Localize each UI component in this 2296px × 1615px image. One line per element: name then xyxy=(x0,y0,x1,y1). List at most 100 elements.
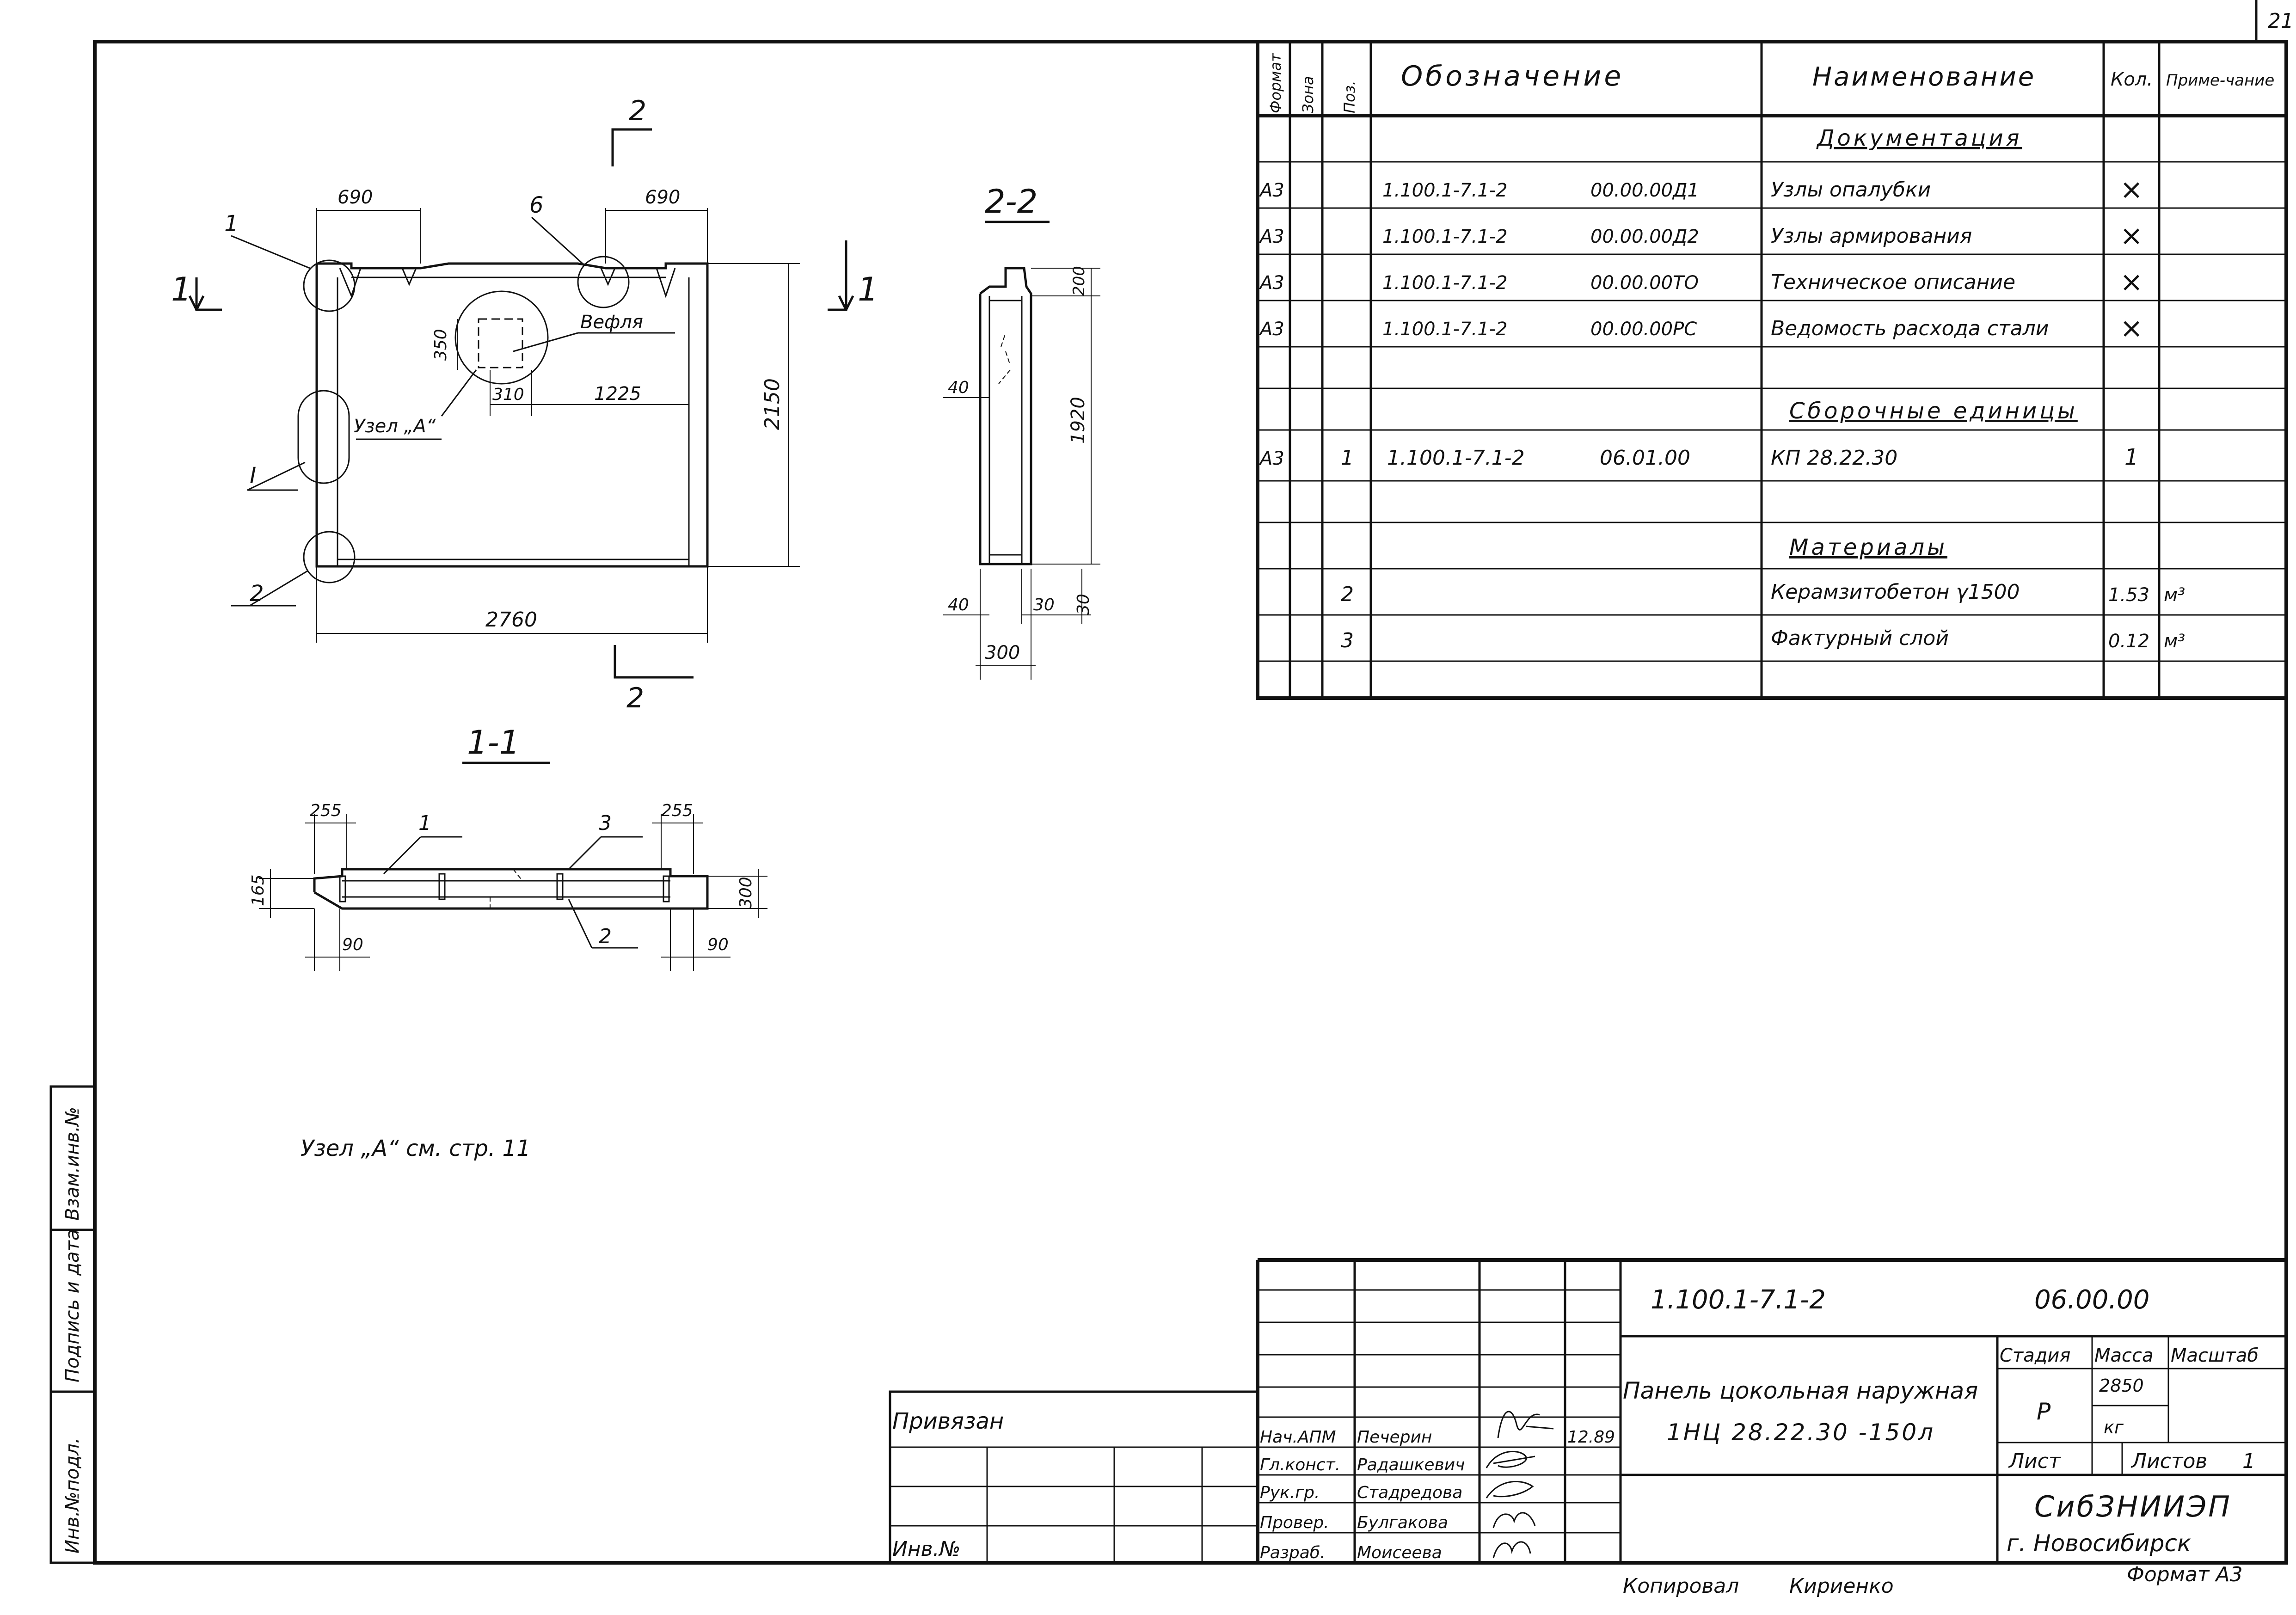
section-1-1-view: 1-1 1 3 2 255 255 165 300 xyxy=(249,724,767,971)
detail-oval-I xyxy=(297,390,350,484)
format-label: Формат А3 xyxy=(2127,1563,2243,1586)
header-designation: Обозначение xyxy=(1401,60,1624,92)
svg-text:06.01.00: 06.01.00 xyxy=(1600,446,1690,470)
svg-text:1.53: 1.53 xyxy=(2108,584,2149,606)
callout-11-2: 2 xyxy=(599,925,612,948)
svg-text:×: × xyxy=(2120,220,2143,252)
sheets-label: Листов xyxy=(2130,1449,2207,1473)
dim-2150: 2150 xyxy=(761,378,784,430)
table-row: А3 1.100.1-7.1-2 00.00.00Д1 Узлы опалубк… xyxy=(1259,173,2143,206)
scale-label: Масштаб xyxy=(2171,1345,2259,1366)
dim-40-bottom: 40 xyxy=(948,596,969,614)
specification-table: Формат Зона Поз. Обозначение Наименовани… xyxy=(1256,40,2288,700)
svg-text:00.00.00Д1: 00.00.00Д1 xyxy=(1590,180,1699,201)
detail-circle-1 xyxy=(303,259,356,312)
svg-text:00.00.00Д2: 00.00.00Д2 xyxy=(1590,226,1699,247)
svg-text:1.100.1-7.1-2: 1.100.1-7.1-2 xyxy=(1382,180,1508,201)
svg-text:1.100.1-7.1-2: 1.100.1-7.1-2 xyxy=(1382,319,1508,340)
dim-690-left: 690 xyxy=(338,187,373,208)
svg-text:00.00.00ТО: 00.00.00ТО xyxy=(1590,272,1699,294)
dim-255-right: 255 xyxy=(661,801,693,820)
svg-text:×: × xyxy=(2120,173,2143,206)
sheet-label: Лист xyxy=(2008,1449,2061,1473)
svg-text:А3: А3 xyxy=(1259,319,1284,340)
section-documentation: Документация xyxy=(1816,125,2022,151)
detail-circle-6 xyxy=(577,256,630,308)
copier-name: Кириенко xyxy=(1789,1574,1894,1598)
dim-300-11: 300 xyxy=(737,877,755,909)
dim-165: 165 xyxy=(249,874,268,906)
dim-310: 310 xyxy=(492,385,524,404)
callout-I: I xyxy=(250,463,256,489)
name-1: Радашкевич xyxy=(1357,1455,1465,1474)
table-row: А3 1.100.1-7.1-2 00.00.00РС Ведомость ра… xyxy=(1259,312,2143,344)
sheet-frame xyxy=(93,40,2288,1565)
svg-text:0.12: 0.12 xyxy=(2108,631,2149,652)
callout-2: 2 xyxy=(250,581,264,607)
svg-text:КП 28.22.30: КП 28.22.30 xyxy=(1771,446,1897,470)
header-zone: Зона xyxy=(1299,76,1317,113)
dim-30b: 30 xyxy=(1074,594,1093,615)
name-0: Печерин xyxy=(1357,1428,1432,1447)
role-3: Провер. xyxy=(1260,1513,1329,1532)
svg-text:Техническое описание: Техническое описание xyxy=(1771,270,2015,294)
detail-circle-2 xyxy=(303,531,356,583)
date: 12.89 xyxy=(1567,1428,1615,1447)
name-3: Булгакова xyxy=(1357,1513,1448,1532)
stage-value: Р xyxy=(2037,1398,2051,1425)
header-format: Формат xyxy=(1267,53,1284,113)
panel-front-view: 1 6 I 2 Узел „А“ Вефля 350 310 1225 690 xyxy=(171,95,878,714)
section-2-2-view: 2-2 200 1920 40 40 30 30 300 xyxy=(943,183,1100,680)
svg-text:Керамзитобетон γ1500: Керамзитобетон γ1500 xyxy=(1771,580,2020,604)
linked-label: Привязан xyxy=(892,1408,1004,1434)
svg-text:1.100.1-7.1-2: 1.100.1-7.1-2 xyxy=(1382,272,1508,294)
title-block: Привязан Инв.№ Нач.АПМ Печерин Гл.конст.… xyxy=(889,1258,2286,1564)
header-note: Приме-чание xyxy=(2166,71,2274,90)
section-mark-1-right: 1 xyxy=(858,270,878,308)
vefla-label: Вефля xyxy=(580,312,643,333)
dim-90-right: 90 xyxy=(707,935,729,954)
svg-text:00.00.00РС: 00.00.00РС xyxy=(1590,319,1697,340)
table-row: 3 Фактурный слой 0.12 м³ xyxy=(1341,626,2185,652)
dim-2760: 2760 xyxy=(485,608,537,632)
svg-text:1.100.1-7.1-2: 1.100.1-7.1-2 xyxy=(1387,446,1525,470)
dim-1920: 1920 xyxy=(1068,397,1089,444)
callout-1: 1 xyxy=(224,211,239,237)
section-assembly-units: Сборочные единицы xyxy=(1789,398,2078,424)
section-mark-2-bottom: 2 xyxy=(626,682,644,714)
doc-code-2: 06.00.00 xyxy=(2034,1285,2149,1315)
org-line-1: СибЗНИИЭП xyxy=(2034,1490,2232,1523)
dim-350: 350 xyxy=(431,329,450,361)
copied-by-label: Копировал xyxy=(1623,1574,1739,1598)
dim-90-left: 90 xyxy=(342,935,363,954)
svg-text:Узлы армирования: Узлы армирования xyxy=(1771,224,1972,248)
svg-text:×: × xyxy=(2120,312,2143,344)
mass-value: 2850 xyxy=(2099,1376,2144,1396)
dim-40-top: 40 xyxy=(948,378,969,397)
table-row: А3 1.100.1-7.1-2 00.00.00Д2 Узлы армиров… xyxy=(1259,220,2143,252)
table-row: 2 Керамзитобетон γ1500 1.53 м³ xyxy=(1341,580,2185,606)
dim-200: 200 xyxy=(1070,266,1088,296)
handwritten-signatures xyxy=(1486,1411,1554,1559)
dim-255-left: 255 xyxy=(310,801,342,820)
stamp-signature-date: Подпись и дата xyxy=(62,1229,83,1382)
section-2-2-title: 2-2 xyxy=(985,183,1037,221)
name-2: Стадредова xyxy=(1357,1483,1462,1502)
callout-11-1: 1 xyxy=(418,811,431,835)
dim-300-22: 300 xyxy=(985,642,1020,663)
org-line-2: г. Новосибирск xyxy=(2007,1530,2191,1557)
svg-text:2: 2 xyxy=(1341,583,1354,606)
role-4: Разраб. xyxy=(1260,1543,1325,1562)
svg-text:А3: А3 xyxy=(1259,272,1284,294)
section-mark-2-top: 2 xyxy=(629,95,646,127)
title-line-2: 1НЦ 28.22.30 -150л xyxy=(1667,1419,1935,1446)
svg-text:м³: м³ xyxy=(2164,584,2185,606)
svg-text:Фактурный слой: Фактурный слой xyxy=(1771,626,1949,650)
stage-label: Стадия xyxy=(2000,1345,2070,1366)
table-row: А3 1 1.100.1-7.1-2 06.01.00 КП 28.22.30 … xyxy=(1259,444,2139,470)
callout-6: 6 xyxy=(529,192,544,218)
section-1-1-title: 1-1 xyxy=(467,724,520,761)
name-4: Моисеева xyxy=(1357,1543,1442,1562)
svg-text:А3: А3 xyxy=(1259,180,1284,201)
